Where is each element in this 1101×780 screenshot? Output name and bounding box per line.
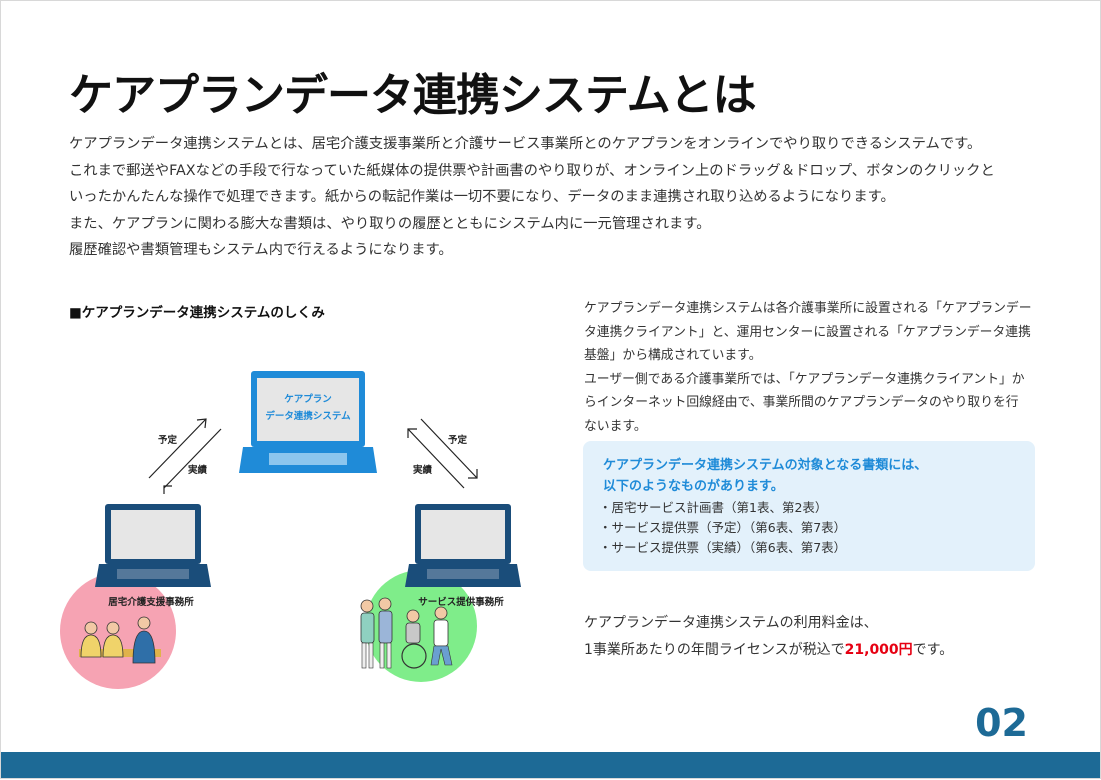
right-office-label: サービス提供事務所 — [418, 596, 504, 608]
center-laptop-icon — [239, 371, 377, 473]
left-office-label: 居宅介護支援事務所 — [108, 596, 194, 608]
left-laptop-icon — [95, 504, 211, 587]
intro-line: いったかんたんな操作で処理できます。紙からの転記作業は一切不要になり、データのま… — [69, 189, 895, 205]
fee-line-2: 1事業所あたりの年間ライセンスが税込で21,000円です。 — [584, 637, 953, 664]
description-line: タ連携クライアント」と、運用センターに設置される「ケアプランデータ連携 — [584, 324, 1031, 340]
target-documents-box: ケアプランデータ連携システムの対象となる書類には、 以下のようなものがあります。… — [583, 441, 1035, 571]
diagram-heading: ■ケアプランデータ連携システムのしくみ — [69, 305, 325, 321]
description-line: 基盤」から構成されています。 — [584, 348, 762, 363]
intro-line: 履歴確認や書類管理もシステム内で行えるようになります。 — [69, 242, 453, 258]
center-screen-line: データ連携システム — [265, 410, 351, 422]
description-line: ケアプランデータ連携システムは各介護事業所に設置される「ケアプランデー — [584, 301, 1032, 316]
target-documents-heading: ケアプランデータ連携システムの対象となる書類には、 以下のようなものがあります。 — [603, 455, 927, 497]
right-arrow-bottom-label: 実績 — [413, 464, 433, 476]
footer-bar — [1, 752, 1100, 778]
description-line: ないます。 — [584, 418, 647, 434]
center-screen-line: ケアプラン — [284, 393, 332, 405]
page-number: 02 — [975, 701, 1028, 745]
left-exchange-arrows-icon — [148, 418, 222, 494]
left-arrow-bottom-label: 実績 — [188, 464, 208, 476]
description-line: ユーザー側である介護事業所では、「ケアプランデータ連携クライアント」か — [584, 371, 1025, 387]
fee-line-1: ケアプランデータ連携システムの利用料金は、 — [584, 615, 878, 631]
intro-line: また、ケアプランに関わる膨大な書類は、やり取りの履歴とともにシステム内に一元管理… — [69, 215, 711, 232]
fee-suffix: です。 — [912, 642, 954, 658]
intro-line: これまで郵送やFAXなどの手段で行なっていた紙媒体の提供票や計画書のやり取りが、… — [69, 162, 995, 179]
heading-line: ケアプランデータ連携システムの対象となる書類には、 — [603, 458, 928, 473]
intro-text: ケアプランデータ連携システムとは、居宅介護支援事業所と介護サービス事業所とのケア… — [69, 131, 1049, 264]
intro-line: ケアプランデータ連携システムとは、居宅介護支援事業所と介護サービス事業所とのケア… — [69, 136, 982, 152]
list-item: ・居宅サービス計画書（第1表、第2表） — [599, 500, 828, 515]
fee-text: ケアプランデータ連携システムの利用料金は、 1事業所あたりの年間ライセンスが税込… — [584, 610, 953, 664]
description-line: らインターネット回線経由で、事業所間のケアプランデータのやり取りを行 — [584, 395, 1019, 410]
target-documents-list: ・居宅サービス計画書（第1表、第2表） ・サービス提供票（予定）（第6表、第7表… — [599, 498, 846, 558]
right-exchange-arrows-icon — [407, 418, 478, 489]
system-diagram: ケアプラン データ連携システム 予定 実績 予定 実績 居宅介護支援事務所 — [60, 371, 521, 689]
right-laptop-icon — [405, 504, 521, 587]
list-item: ・サービス提供票（実績）（第6表、第7表） — [599, 540, 847, 555]
heading-line: 以下のようなものがあります。 — [603, 479, 784, 494]
fee-prefix: 1事業所あたりの年間ライセンスが税込で — [584, 642, 845, 658]
page-title: ケアプランデータ連携システムとは — [69, 70, 757, 121]
care-manager-people-icon — [79, 616, 161, 664]
list-item: ・サービス提供票（予定）（第6表、第7表） — [599, 520, 847, 535]
left-arrow-top-label: 予定 — [158, 434, 178, 446]
caregiver-people-icon — [360, 597, 453, 669]
right-arrow-top-label: 予定 — [448, 434, 468, 446]
fee-amount: 21,000円 — [844, 642, 913, 658]
system-description: ケアプランデータ連携システムは各介護事業所に設置される「ケアプランデー タ連携ク… — [584, 297, 1044, 438]
